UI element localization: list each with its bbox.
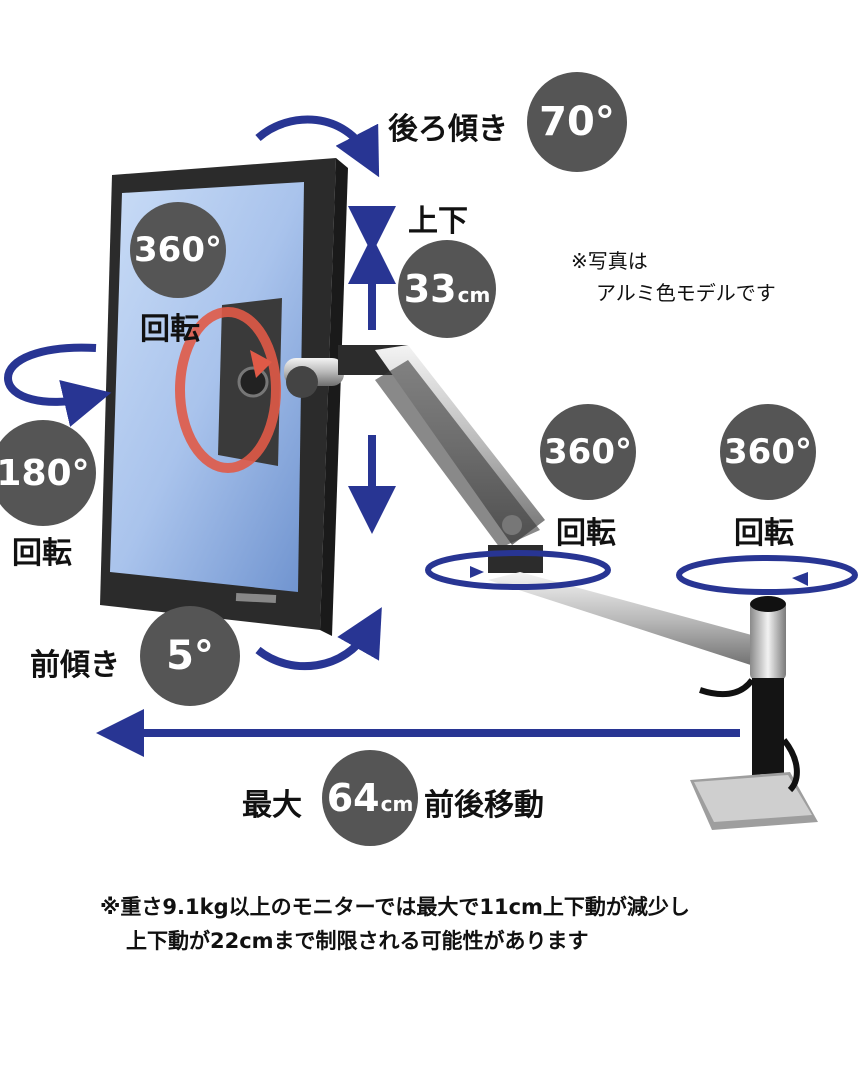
vertical-unit: cm bbox=[457, 283, 491, 307]
base-rotate-value: 360° bbox=[724, 432, 812, 472]
joint-rotate-badge: 360° bbox=[540, 404, 636, 500]
vertical-label: 上下 bbox=[408, 204, 468, 239]
rotation-ring-icon bbox=[175, 307, 281, 473]
extension-suffix: 前後移動 bbox=[424, 788, 544, 823]
swivel-label: 回転 bbox=[12, 536, 72, 571]
tilt-forward-arrow-icon bbox=[255, 607, 382, 671]
photo-note-line1: ※写真は bbox=[571, 249, 648, 273]
vertical-value: 33 bbox=[403, 267, 457, 311]
tilt-back-label: 後ろ傾き bbox=[388, 112, 508, 147]
monitor-rotate-badge: 360° bbox=[130, 202, 226, 298]
tilt-forward-label: 前傾き bbox=[30, 648, 120, 683]
extension-unit: cm bbox=[380, 792, 414, 816]
base-rotate-arrow-icon bbox=[676, 555, 858, 595]
swivel-badge: 180° bbox=[0, 420, 96, 526]
photo-note-line2: アルミ色モデルです bbox=[596, 281, 776, 305]
extension-prefix: 最大 bbox=[242, 788, 302, 823]
footnote-line1: ※重さ9.1kg以上のモニターでは最大で11cm上下動が減少し bbox=[100, 895, 690, 919]
swivel-arrow-icon bbox=[3, 343, 112, 427]
joint-rotate-value: 360° bbox=[544, 432, 632, 472]
tilt-forward-value: 5° bbox=[166, 633, 214, 679]
base-rotate-badge: 360° bbox=[720, 404, 816, 500]
extension-value: 64 bbox=[326, 776, 380, 820]
tilt-back-value: 70° bbox=[539, 99, 615, 145]
tilt-back-badge: 70° bbox=[527, 72, 627, 172]
monitor-rotate-label: 回転 bbox=[140, 312, 200, 347]
tilt-forward-badge: 5° bbox=[140, 606, 240, 706]
joint-rotate-arrow-icon bbox=[425, 550, 611, 590]
tilt-back-arrow-icon bbox=[255, 115, 380, 178]
monitor-rotate-value: 360° bbox=[134, 230, 222, 270]
footnote-line2: 上下動が22cmまで制限される可能性があります bbox=[126, 929, 589, 953]
joint-rotate-label: 回転 bbox=[556, 516, 616, 551]
monitor-arm-image bbox=[284, 345, 818, 830]
base-rotate-label: 回転 bbox=[734, 516, 794, 551]
swivel-value: 180° bbox=[0, 452, 90, 494]
